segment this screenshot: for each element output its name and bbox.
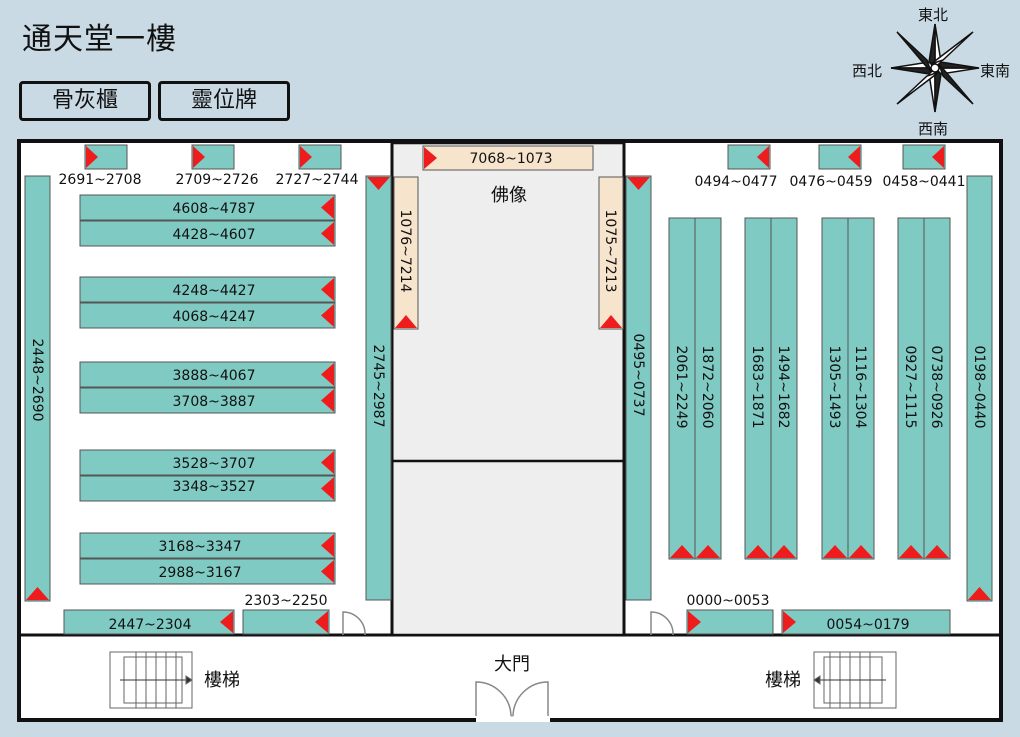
- cabinet-row-3168[interactable]: 3168~3347: [79, 532, 336, 559]
- cabinet-col-0927[interactable]: 0927~1115: [897, 217, 925, 560]
- cabinet-top-0476[interactable]: [818, 144, 862, 170]
- cabinet-col-1116[interactable]: 1116~1304: [847, 217, 875, 560]
- stairs-right-label: 樓梯: [765, 670, 801, 691]
- cabinet-top-0494[interactable]: [727, 144, 771, 170]
- cabinet-bottom-2447[interactable]: 2447~2304: [63, 609, 235, 635]
- cabinet-col-2448[interactable]: 2448~2690: [24, 175, 51, 602]
- cabinet-label-3528: 3528~3707: [173, 456, 256, 472]
- cabinet-label-0738: 0738~0926: [928, 346, 944, 429]
- cabinet-label-4608: 4608~4787: [173, 201, 256, 217]
- legend-memorial-tablet: 靈位牌: [158, 81, 290, 121]
- cabinet-col-1683[interactable]: 1683~1871: [744, 217, 772, 560]
- cabinet-label-2745: 2745~2987: [370, 345, 386, 428]
- cabinet-top-2709[interactable]: [191, 144, 235, 170]
- cabinet-label-3708: 3708~3887: [173, 394, 256, 410]
- cabinet-row-4428[interactable]: 4428~4607: [79, 220, 336, 247]
- cabinet-col-0198[interactable]: 0198~0440: [966, 175, 993, 602]
- cabinet-col-0738[interactable]: 0738~0926: [923, 217, 951, 560]
- page-title: 通天堂一樓: [22, 22, 177, 57]
- cabinet-col-1872[interactable]: 1872~2060: [694, 217, 722, 560]
- cabinet-label-0054: 0054~0179: [827, 617, 910, 633]
- main-gate-label: 大門: [494, 654, 530, 675]
- cabinet-bottom-0000[interactable]: [686, 609, 774, 635]
- cabinet-col-2061[interactable]: 2061~2249: [668, 217, 696, 560]
- cabinet-label-0494: 0494~0477: [695, 174, 778, 190]
- stairs-right-icon: [813, 651, 897, 709]
- cabinet-label-2727: 2727~2744: [276, 172, 359, 188]
- cabinet-label-4248: 4248~4427: [173, 283, 256, 299]
- tablet-left-1076[interactable]: 1076~7214: [393, 176, 419, 330]
- cabinet-label-3168: 3168~3347: [159, 539, 242, 555]
- compass-label-s: 西南: [918, 120, 949, 138]
- cabinet-col-1305[interactable]: 1305~1493: [821, 217, 849, 560]
- cabinet-label-0000: 0000~0053: [687, 593, 770, 609]
- compass-label-w: 西北: [852, 62, 883, 80]
- cabinet-label-2709: 2709~2726: [176, 172, 259, 188]
- cabinet-col-0495[interactable]: 0495~0737: [625, 175, 652, 601]
- main-gate-icon: [475, 681, 550, 722]
- tablet-right-1075[interactable]: 1075~7213: [598, 176, 624, 330]
- cabinet-label-2448: 2448~2690: [29, 339, 45, 422]
- cabinet-row-3528[interactable]: 3528~3707: [79, 449, 336, 476]
- cabinet-row-3708[interactable]: 3708~3887: [79, 387, 336, 414]
- side-door-left-icon: [342, 611, 366, 636]
- cabinet-label-3348: 3348~3527: [173, 479, 256, 495]
- stairs-left-icon: [109, 651, 193, 709]
- cabinet-col-1494[interactable]: 1494~1682: [770, 217, 798, 560]
- compass-label-n: 東北: [918, 6, 949, 24]
- cabinet-top-0458[interactable]: [902, 144, 946, 170]
- cabinet-label-0927: 0927~1115: [902, 346, 918, 429]
- legend-urn-cabinet: 骨灰櫃: [19, 81, 151, 121]
- cabinet-label-3888: 3888~4067: [173, 368, 256, 384]
- cabinet-label-1305: 1305~1493: [826, 346, 842, 429]
- cabinet-label-1494: 1494~1682: [775, 346, 791, 429]
- cabinet-label-2988: 2988~3167: [159, 565, 242, 581]
- cabinet-row-4248[interactable]: 4248~4427: [79, 276, 336, 303]
- cabinet-row-2988[interactable]: 2988~3167: [79, 558, 336, 585]
- cabinet-row-3348[interactable]: 3348~3527: [79, 475, 336, 502]
- cabinet-bottom-0054[interactable]: 0054~0179: [781, 609, 951, 635]
- cabinet-row-4608[interactable]: 4608~4787: [79, 194, 336, 221]
- compass-icon: [890, 23, 980, 113]
- cabinet-label-2303: 2303~2250: [245, 593, 328, 609]
- cabinet-top-2727[interactable]: [298, 144, 342, 170]
- cabinet-bottom-2303[interactable]: [242, 609, 330, 635]
- buddha-hall: [390, 141, 626, 637]
- compass-label-e: 東南: [980, 62, 1011, 80]
- tablet-top-7068[interactable]: 7068~1073: [422, 145, 594, 171]
- tablet-label-1076: 1076~7214: [397, 210, 413, 293]
- tablet-label-7068: 7068~1073: [470, 151, 553, 167]
- cabinet-label-4068: 4068~4247: [173, 309, 256, 325]
- cabinet-label-2447: 2447~2304: [109, 617, 192, 633]
- side-door-right-icon: [650, 611, 674, 636]
- cabinet-label-1872: 1872~2060: [699, 346, 715, 429]
- cabinet-col-2745[interactable]: 2745~2987: [365, 175, 392, 601]
- cabinet-label-0495: 0495~0737: [630, 334, 646, 417]
- cabinet-row-4068[interactable]: 4068~4247: [79, 302, 336, 329]
- cabinet-label-0198: 0198~0440: [971, 346, 987, 429]
- cabinet-label-0476: 0476~0459: [790, 174, 873, 190]
- cabinet-label-1683: 1683~1871: [749, 346, 765, 429]
- stairs-left-label: 樓梯: [204, 670, 240, 691]
- cabinet-label-1116: 1116~1304: [852, 346, 868, 429]
- cabinet-label-2061: 2061~2249: [673, 346, 689, 429]
- cabinet-label-0458: 0458~0441: [883, 174, 966, 190]
- tablet-label-1075: 1075~7213: [602, 210, 618, 293]
- cabinet-label-4428: 4428~4607: [173, 227, 256, 243]
- buddha-statue-label: 佛像: [491, 185, 527, 206]
- cabinet-top-2691[interactable]: [84, 144, 128, 170]
- cabinet-row-3888[interactable]: 3888~4067: [79, 361, 336, 388]
- cabinet-label-2691: 2691~2708: [59, 172, 142, 188]
